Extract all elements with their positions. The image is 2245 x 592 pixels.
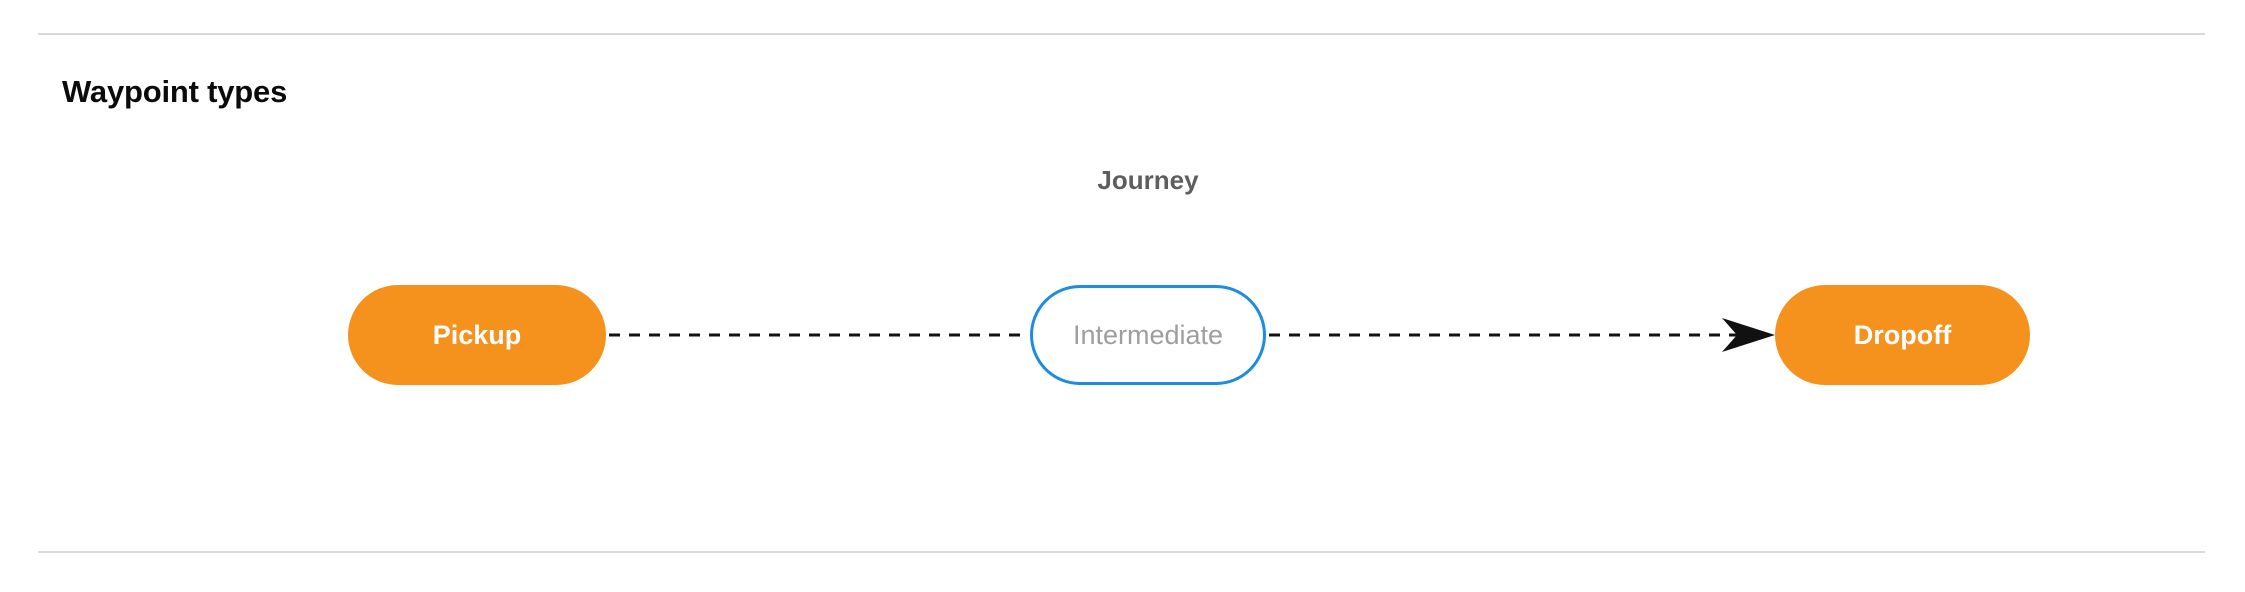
- waypoint-node-pickup[interactable]: Pickup: [348, 285, 606, 385]
- section-divider-top: [38, 33, 2205, 35]
- waypoint-node-intermediate[interactable]: Intermediate: [1030, 285, 1266, 385]
- arrowhead-icon: [1722, 318, 1775, 352]
- waypoint-node-dropoff[interactable]: Dropoff: [1775, 285, 2030, 385]
- journey-group-label: Journey: [1097, 165, 1199, 195]
- page-title: Waypoint types: [62, 74, 288, 109]
- waypoint-node-intermediate-label: Intermediate: [1072, 319, 1224, 350]
- section-divider-bottom: [38, 551, 2205, 553]
- waypoint-node-dropoff-label: Dropoff: [1853, 319, 1952, 350]
- waypoint-node-pickup-label: Pickup: [432, 319, 522, 350]
